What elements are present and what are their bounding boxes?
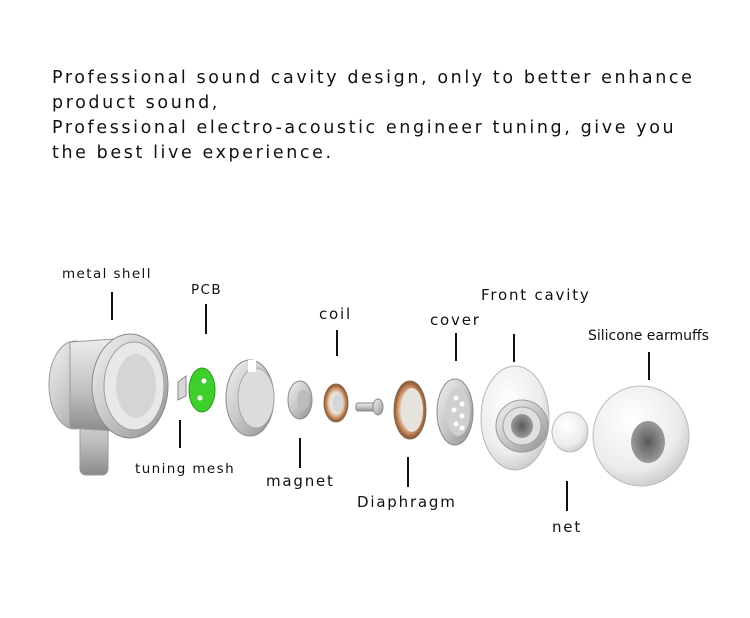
net-leader	[566, 481, 568, 511]
front-cavity-part	[480, 365, 550, 471]
intro-line-3: Professional electro-acoustic engineer t…	[52, 118, 677, 138]
label-diaphragm: Diaphragm	[357, 493, 457, 511]
pcb-leader	[205, 304, 207, 334]
intro-line-2: product sound,	[52, 93, 220, 113]
pcb-part	[188, 367, 216, 413]
magnet-part	[287, 380, 313, 420]
label-front-cavity: Front cavity	[481, 286, 591, 304]
intro-text: Professional sound cavity design, only t…	[52, 66, 742, 166]
cover-leader	[455, 333, 457, 361]
label-pcb: PCB	[191, 282, 223, 298]
diaphragm-part	[393, 380, 427, 440]
pin-part	[355, 398, 384, 416]
label-net: net	[552, 518, 583, 536]
silicone-earmuff-part	[592, 385, 690, 487]
tuning-mesh-leader	[179, 420, 181, 448]
magnet-housing-part	[225, 359, 275, 437]
net-part	[551, 411, 589, 453]
intro-line-1: Professional sound cavity design, only t…	[52, 68, 695, 88]
front-cavity-leader	[513, 334, 515, 362]
diaphragm-leader	[407, 457, 409, 487]
label-coil: coil	[319, 305, 352, 323]
metal-shell-leader	[111, 292, 113, 320]
label-magnet: magnet	[266, 472, 335, 490]
label-metal-shell: metal shell	[62, 266, 152, 282]
metal-shell-part	[48, 333, 169, 476]
label-silicone-earmuffs: Silicone earmuffs	[588, 328, 709, 344]
label-tuning-mesh: tuning mesh	[135, 461, 236, 477]
coil-part	[323, 383, 349, 423]
coil-leader	[336, 330, 338, 356]
cover-part	[436, 378, 474, 446]
intro-line-4: the best live experience.	[52, 143, 334, 163]
silicone-earmuffs-leader	[648, 352, 650, 380]
tuning-mesh-part	[177, 375, 187, 401]
label-cover: cover	[430, 311, 481, 329]
magnet-leader	[299, 438, 301, 468]
